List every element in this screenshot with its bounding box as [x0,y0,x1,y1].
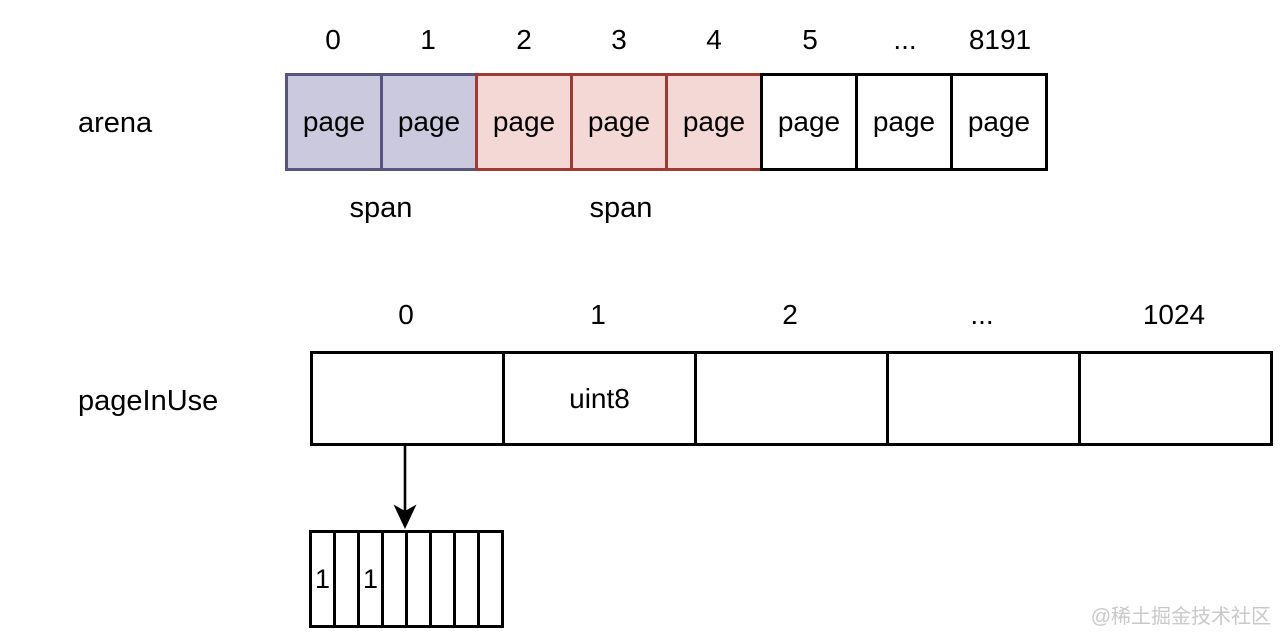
page-cell-span2: page [475,73,573,171]
pageinuse-cell-uint8: uint8 [502,351,697,446]
bit-cell [405,530,432,628]
pageinuse-cell [1078,351,1273,446]
bit-cell [333,530,360,628]
arena-index: 1 [420,24,436,55]
page-cell-free: page [950,73,1048,171]
pageinuse-index: 0 [398,299,414,330]
page-cell-free: page [760,73,858,171]
page-cell-span1: page [380,73,478,171]
arena-label: arena [78,107,153,139]
span1-label: span [349,192,413,224]
pageinuse-cell [694,351,889,446]
pageinuse-row: uint8 [310,351,1273,446]
bit-cell [477,530,504,628]
watermark: @稀土掘金技术社区 [1090,606,1271,628]
bit-cell [381,530,408,628]
pageinuse-index: 1024 [1142,299,1206,330]
pageinuse-index: 1 [590,299,606,330]
arena-row: page page page page page page page page [285,73,1048,171]
bit-cell: 1 [309,530,336,628]
page-cell-free: page [855,73,953,171]
arena-index: 5 [802,24,818,55]
arena-index: 0 [325,24,341,55]
bitmap-strip: 1 1 [309,530,504,628]
bit-cell [453,530,480,628]
arena-index: 8191 [968,24,1032,55]
page-cell-span2: page [570,73,668,171]
page-cell-span1: page [285,73,383,171]
pageinuse-cell [886,351,1081,446]
arena-index: 2 [516,24,532,55]
bit-cell [429,530,456,628]
pageinuse-cell [310,351,505,446]
pageinuse-index: 2 [782,299,798,330]
span2-label: span [589,192,653,224]
pageinuse-label: pageInUse [78,385,219,417]
arena-index: ... [893,24,917,55]
arena-index: 4 [706,24,722,55]
bit-cell: 1 [357,530,384,628]
arena-index: 3 [611,24,627,55]
page-cell-span2: page [665,73,763,171]
pageinuse-index: ... [970,299,994,330]
down-arrow-icon [393,446,417,529]
